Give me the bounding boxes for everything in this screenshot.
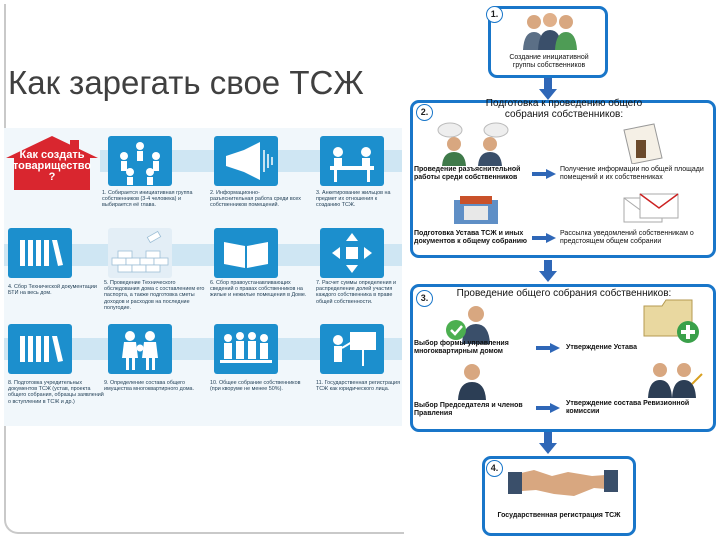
step-11-text: 11. Государственная регистрация ТСЖ как …: [316, 380, 400, 393]
block-2-right-1: Получение информации по общей площади по…: [560, 166, 704, 181]
track-row-2: [4, 244, 402, 266]
block-4-number: 4.: [486, 460, 503, 477]
group-icon: [120, 142, 160, 185]
step-5-text: 5. Проведение Технического обследования …: [104, 280, 205, 311]
step-10-icon: [214, 324, 278, 374]
documents-stack-icon: [623, 123, 663, 164]
folders-icon: [20, 240, 63, 266]
arrow-2b: [532, 233, 556, 243]
binders-icon: [454, 196, 498, 224]
block-3-right-2: Утверждение состава Ревизионной комиссии: [566, 400, 690, 415]
block-2-box: [410, 100, 716, 258]
step-4-icon: [8, 228, 72, 278]
step-9-text: 9. Определение состава общего имущества …: [104, 380, 195, 393]
arrow-2-to-3: [539, 260, 557, 282]
block-1-label: Создание инициативной группы собственник…: [509, 54, 589, 69]
step-7-text: 7. Расчет суммы определения и распределе…: [316, 280, 397, 305]
step-4-text: 4. Сбор Технической документации БТИ на …: [8, 284, 97, 297]
presenter-icon: [333, 332, 376, 366]
book-icon: [224, 242, 268, 268]
block-4-box: [482, 456, 636, 536]
arrow-1-to-2: [539, 78, 557, 100]
folder-add-icon: [643, 299, 699, 343]
step-2-icon: [214, 136, 278, 186]
bricks-icon: [111, 230, 169, 273]
documents-icon: [20, 336, 63, 362]
step-6-icon: [214, 228, 278, 278]
block-2-heading: Подготовка к проведению общего собрания …: [485, 98, 643, 120]
crowd-icon: [220, 332, 272, 363]
infographic-steps: Как создать товарищество ? 1. Собирается…: [4, 128, 402, 426]
speakers-icon: [437, 122, 509, 166]
step-3-text: 3. Анкетирование жильцов на предмет их о…: [316, 190, 391, 209]
step-10-text: 10. Общее собрание собственников (при кв…: [210, 380, 301, 393]
flowchart: 1. Создание инициативной группы собствен…: [404, 0, 720, 540]
move-arrows-icon: [332, 233, 372, 273]
commission-icon: [648, 363, 703, 398]
step-7-icon: [320, 228, 384, 278]
step-6-text: 6. Сбор правоустанавливающих сведений о …: [210, 280, 307, 299]
house-title: Как создать товарищество ?: [12, 149, 92, 183]
businessman-icon: [458, 364, 486, 400]
step-11-icon: [320, 324, 384, 374]
step-1-text: 1. Собирается инициативная группа собств…: [102, 190, 193, 209]
step-3-icon: [320, 136, 384, 186]
step-5-icon: [108, 228, 172, 278]
megaphone-icon: [226, 142, 273, 180]
block-4-label: Государственная регистрация ТСЖ: [497, 512, 621, 519]
block-3-heading: Проведение общего собрания собственников…: [456, 288, 672, 299]
block-2-right-2: Рассылка уведомлений собственникам о пре…: [560, 230, 694, 245]
track-row-3: [4, 338, 402, 360]
envelopes-icon: [623, 193, 679, 223]
arrow-3-to-4: [539, 432, 557, 454]
step-9-icon: [108, 324, 172, 374]
slide-title: Как зарегать свое ТСЖ: [8, 64, 364, 101]
arrow-2a: [532, 169, 556, 179]
people-group-icon: [523, 13, 577, 50]
step-1-icon: [108, 136, 172, 186]
block-2-left-1: Проведение разъяснительной работы среди …: [414, 166, 521, 181]
meeting-icon: [330, 147, 374, 182]
block-3-left-1: Выбор формы управления многоквартирным д…: [414, 340, 509, 355]
step-2-text: 2. Информационно-разъяснительная работа …: [210, 190, 301, 209]
arrow-3b: [536, 403, 560, 413]
step-8-text: 8. Подготовка учредительных документов Т…: [8, 380, 104, 405]
handshake-icon: [508, 470, 618, 496]
block-3-number: 3.: [416, 290, 433, 307]
checkmark-person-icon: [446, 306, 490, 344]
house-icon: [6, 136, 98, 190]
family-icon: [122, 331, 158, 370]
block-2-number: 2.: [416, 104, 433, 121]
block-3-right-1: Утверждение Устава: [566, 344, 637, 351]
block-2-left-2: Подготовка Устава ТСЖ и иных документов …: [414, 230, 528, 245]
block-1-number: 1.: [486, 6, 503, 23]
block-3-left-2: Выбор Председателя и членов Правления: [414, 402, 523, 417]
step-8-icon: [8, 324, 72, 374]
arrow-3a: [536, 343, 560, 353]
